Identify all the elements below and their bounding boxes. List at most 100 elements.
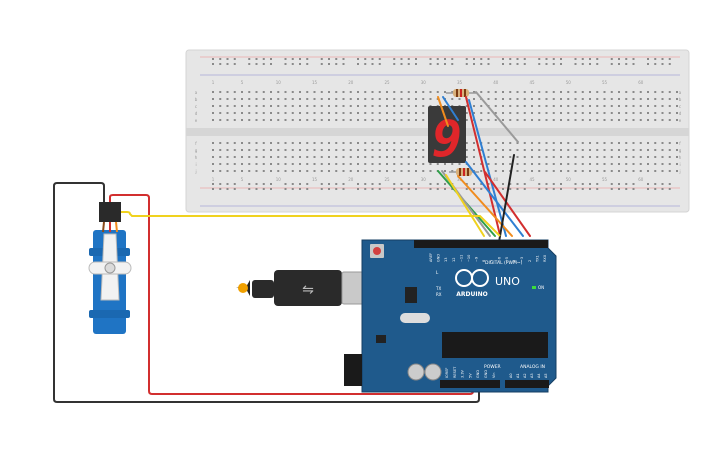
breadboard-hole[interactable] [516,58,519,60]
breadboard-hole[interactable] [320,105,323,107]
breadboard-hole[interactable] [465,156,468,158]
breadboard-hole[interactable] [328,119,330,121]
breadboard-hole[interactable] [523,170,526,172]
breadboard-hole[interactable] [458,98,461,100]
wire-blue-seg-i[interactable] [465,161,524,237]
breadboard-hole[interactable] [364,63,367,65]
breadboard-hole[interactable] [400,142,403,144]
breadboard-hole[interactable] [342,183,345,185]
breadboard-hole[interactable] [647,163,649,165]
breadboard-hole[interactable] [364,163,367,165]
breadboard-hole[interactable] [625,119,628,121]
breadboard-hole[interactable] [661,119,664,121]
breadboard-hole[interactable] [545,112,548,114]
breadboard-hole[interactable] [581,149,584,151]
breadboard-hole[interactable] [241,112,243,114]
breadboard-hole[interactable] [538,163,541,165]
breadboard-hole[interactable] [560,142,562,144]
breadboard-hole[interactable] [357,63,359,65]
breadboard-hole[interactable] [610,188,613,190]
breadboard-hole[interactable] [661,156,664,158]
breadboard-hole[interactable] [371,163,374,165]
breadboard-hole[interactable] [639,112,642,114]
breadboard-hole[interactable] [415,183,417,185]
breadboard-hole[interactable] [639,170,642,172]
breadboard-hole[interactable] [262,149,265,151]
breadboard-hole[interactable] [313,163,316,165]
breadboard-hole[interactable] [639,119,642,121]
breadboard-hole[interactable] [378,112,381,114]
breadboard-hole[interactable] [603,119,606,121]
breadboard-hole[interactable] [284,149,287,151]
breadboard-hole[interactable] [487,91,490,93]
breadboard-hole[interactable] [407,58,410,60]
breadboard-hole[interactable] [364,58,367,60]
breadboard-hole[interactable] [255,142,258,144]
breadboard-hole[interactable] [306,105,309,107]
breadboard-hole[interactable] [610,183,613,185]
breadboard-hole[interactable] [277,170,280,172]
breadboard-hole[interactable] [342,58,345,60]
breadboard-hole[interactable] [538,156,541,158]
breadboard-hole[interactable] [545,163,548,165]
breadboard-hole[interactable] [436,91,439,93]
breadboard-hole[interactable] [226,63,229,65]
breadboard-hole[interactable] [668,156,671,158]
breadboard-hole[interactable] [270,112,272,114]
breadboard-hole[interactable] [603,105,606,107]
breadboard-hole[interactable] [639,163,642,165]
breadboard-hole[interactable] [400,91,403,93]
breadboard-hole[interactable] [596,156,599,158]
breadboard-hole[interactable] [364,91,367,93]
breadboard-hole[interactable] [378,98,381,100]
breadboard-hole[interactable] [494,91,497,93]
breadboard-hole[interactable] [299,170,301,172]
breadboard-hole[interactable] [429,163,432,165]
breadboard-hole[interactable] [328,63,330,65]
breadboard-hole[interactable] [328,188,330,190]
breadboard-hole[interactable] [523,149,526,151]
arduino-board[interactable]: ARDUINO UNO ON TX RX L DIGITAL (PWM~) PO… [344,239,557,393]
breadboard-hole[interactable] [226,105,229,107]
breadboard-hole[interactable] [502,149,504,151]
breadboard-hole[interactable] [422,98,425,100]
breadboard-hole[interactable] [407,149,410,151]
breadboard-hole[interactable] [625,63,628,65]
breadboard-hole[interactable] [422,156,425,158]
breadboard-hole[interactable] [277,98,280,100]
breadboard-hole[interactable] [400,156,403,158]
breadboard-hole[interactable] [676,170,678,172]
breadboard-hole[interactable] [487,156,490,158]
wire-red-servo-5v[interactable] [109,194,474,395]
breadboard-hole[interactable] [233,98,236,100]
breadboard-hole[interactable] [233,105,236,107]
breadboard-hole[interactable] [400,170,403,172]
breadboard-hole[interactable] [560,183,562,185]
breadboard-hole[interactable] [531,98,533,100]
breadboard-hole[interactable] [632,63,635,65]
breadboard-hole[interactable] [516,163,519,165]
breadboard-hole[interactable] [386,98,388,100]
breadboard-hole[interactable] [632,149,635,151]
breadboard-hole[interactable] [610,112,613,114]
breadboard-hole[interactable] [248,58,251,60]
breadboard-hole[interactable] [378,188,381,190]
breadboard-hole[interactable] [241,163,243,165]
breadboard-hole[interactable] [226,58,229,60]
breadboard-hole[interactable] [567,119,570,121]
breadboard-hole[interactable] [371,156,374,158]
breadboard-hole[interactable] [552,156,555,158]
breadboard-hole[interactable] [516,188,519,190]
breadboard-hole[interactable] [502,63,504,65]
breadboard-hole[interactable] [212,163,214,165]
breadboard-hole[interactable] [618,119,620,121]
breadboard-hole[interactable] [306,149,309,151]
breadboard-hole[interactable] [378,63,381,65]
breadboard-hole[interactable] [335,58,338,60]
breadboard-hole[interactable] [473,63,475,65]
breadboard-hole[interactable] [516,149,519,151]
breadboard-hole[interactable] [632,112,635,114]
breadboard-hole[interactable] [516,119,519,121]
breadboard-hole[interactable] [632,98,635,100]
breadboard-hole[interactable] [262,142,265,144]
